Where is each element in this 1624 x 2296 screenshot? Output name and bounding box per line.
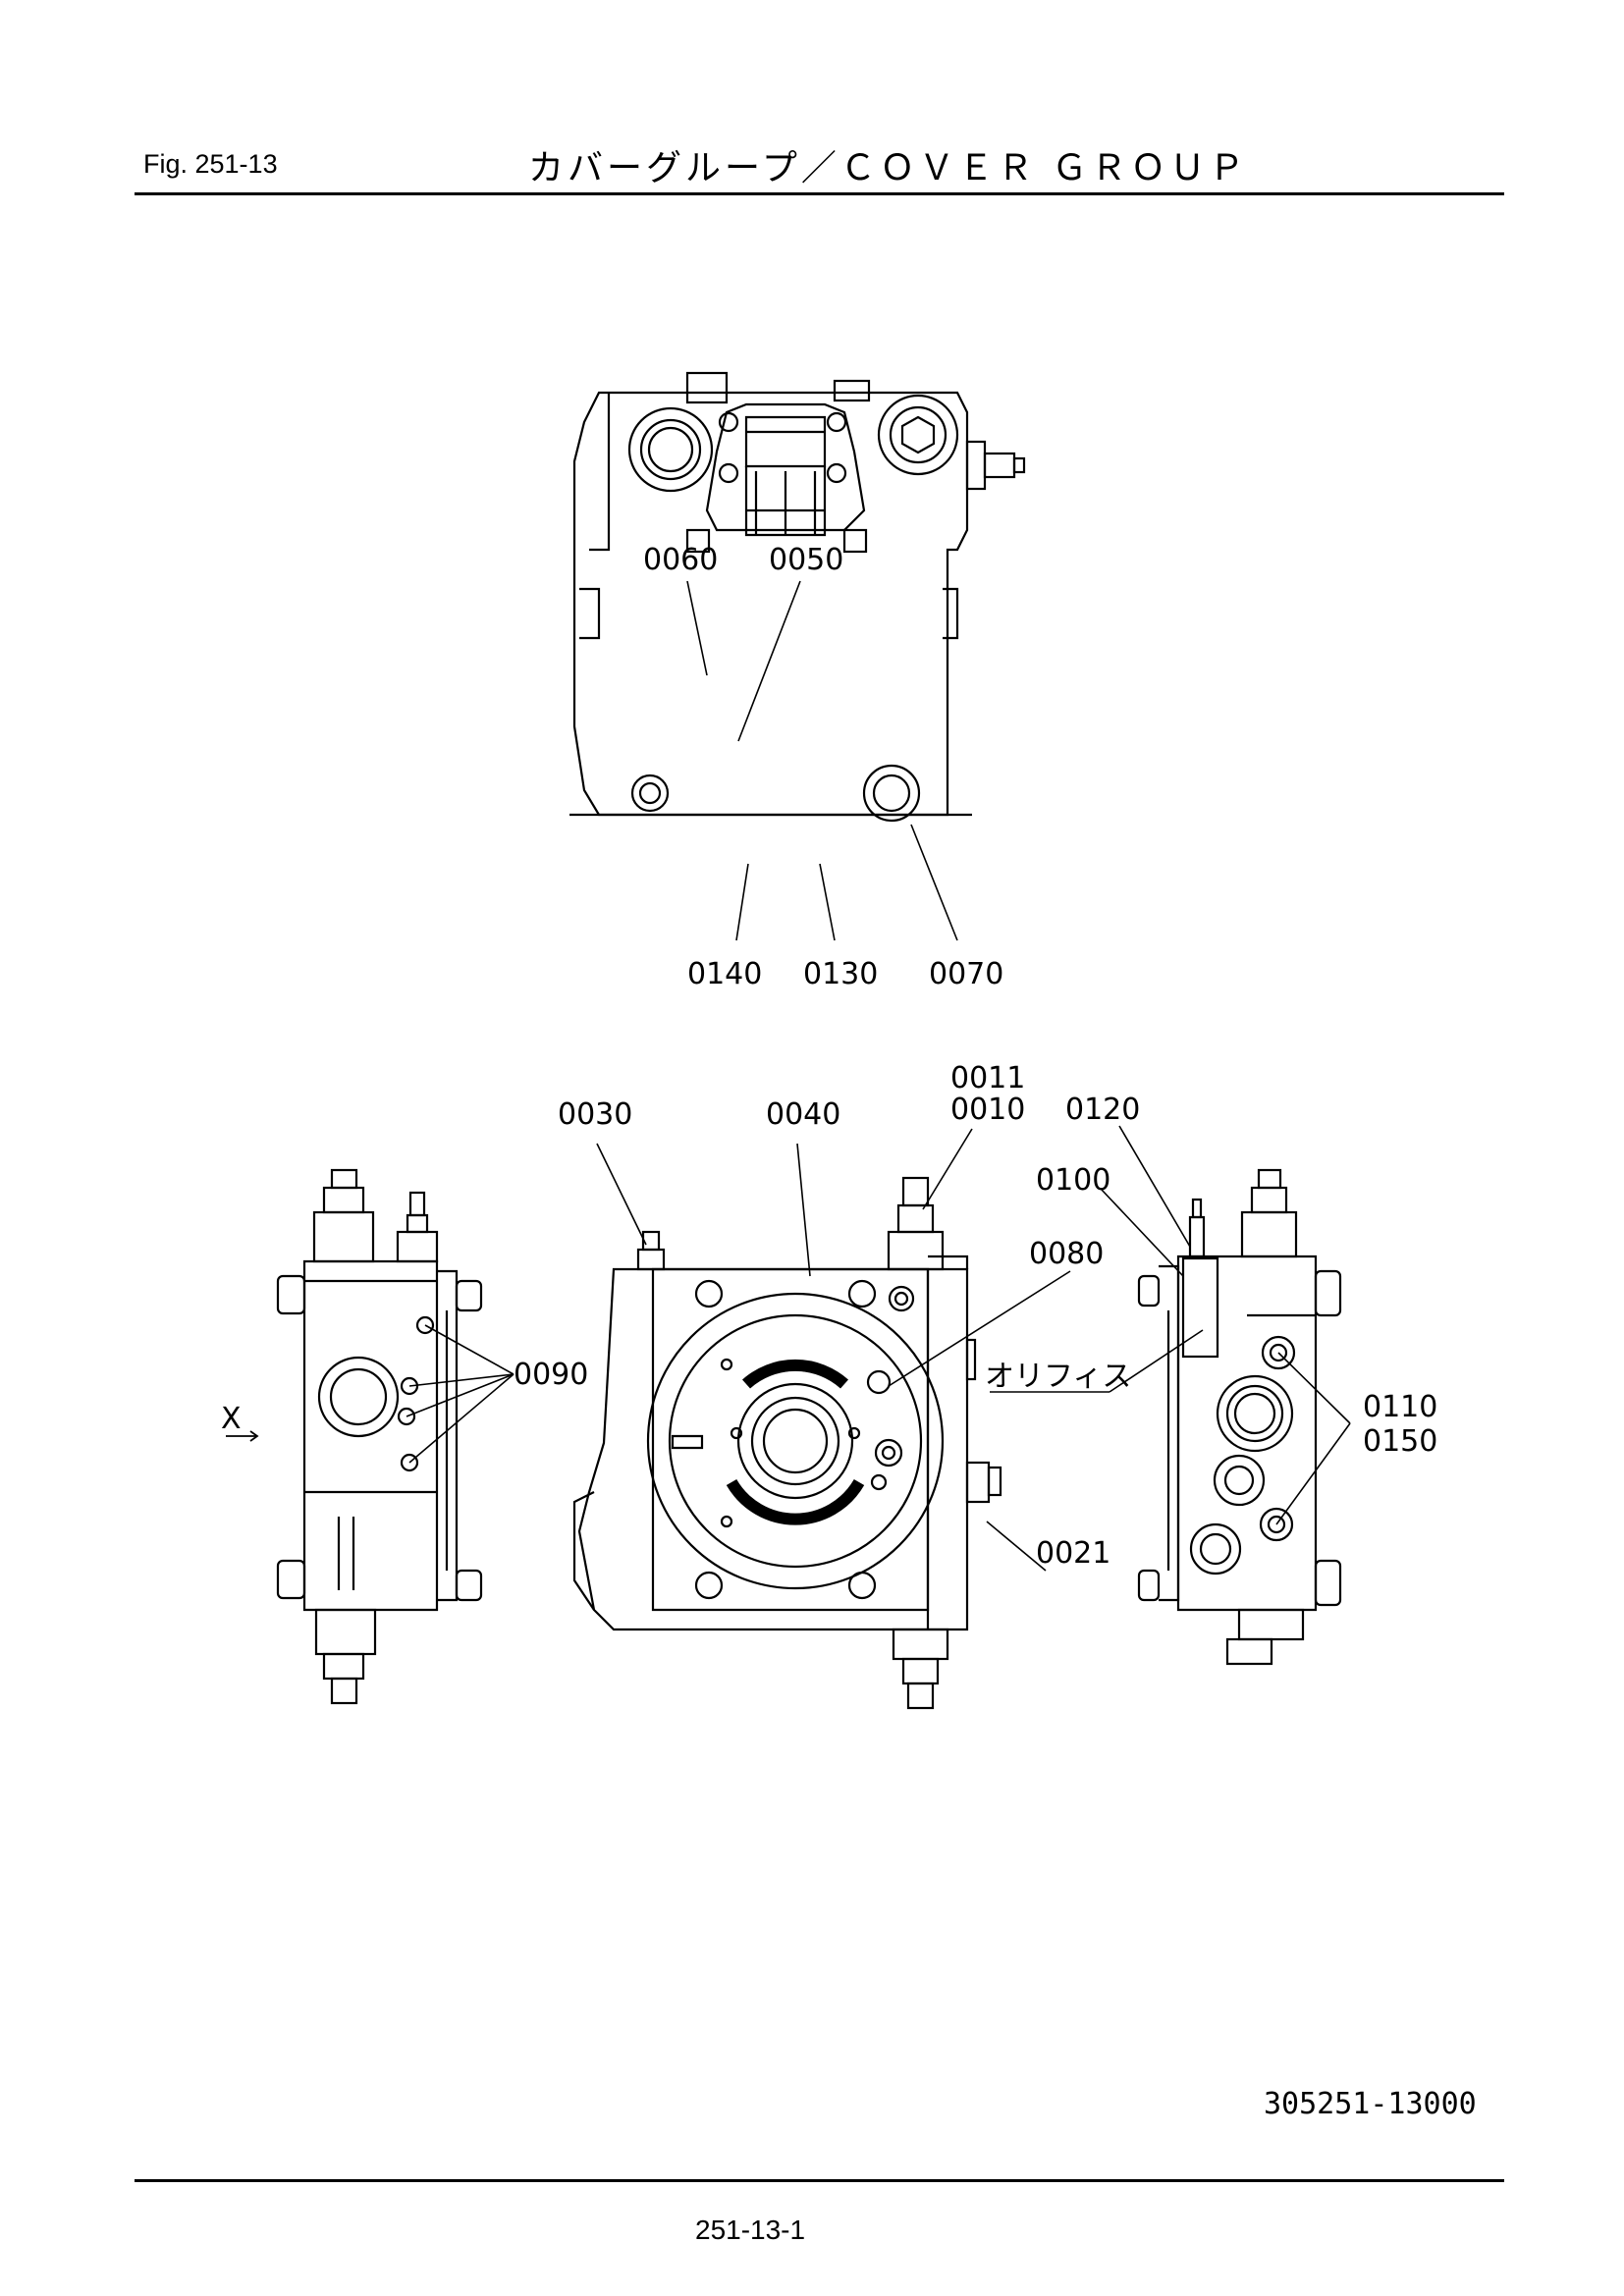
leader-0090 xyxy=(406,1324,514,1464)
callout-0150: 0150 xyxy=(1363,1424,1437,1459)
page-title: カバーグループ／ＣＯＶＥＲ ＧＲＯＵＰ xyxy=(528,148,1249,188)
callout-0040: 0040 xyxy=(766,1097,840,1132)
callout-labels: 0060 0050 0140 0130 0070 0030 0040 0011 … xyxy=(221,543,1437,1571)
drawing-number: 305251-13000 xyxy=(1264,2087,1477,2121)
callout-0060: 0060 xyxy=(643,543,718,577)
right-view-leaders xyxy=(990,1125,1351,1525)
callout-0070: 0070 xyxy=(929,957,1003,991)
view-x-label: X xyxy=(221,1402,242,1436)
callout-0010: 0010 xyxy=(950,1093,1025,1127)
callout-0140: 0140 xyxy=(687,957,762,991)
left-view xyxy=(226,1168,483,1705)
top-view xyxy=(569,371,1026,823)
callout-0080: 0080 xyxy=(1029,1237,1104,1271)
callout-0090: 0090 xyxy=(514,1358,588,1392)
callout-0130: 0130 xyxy=(803,957,878,991)
callout-0050: 0050 xyxy=(769,543,843,577)
orifice-label: オリフィス xyxy=(985,1360,1131,1394)
callout-0011: 0011 xyxy=(950,1061,1025,1095)
top-view-leaders xyxy=(686,580,958,941)
callout-0030: 0030 xyxy=(558,1097,632,1132)
footer-rule xyxy=(135,2179,1504,2182)
callout-0110: 0110 xyxy=(1363,1390,1437,1424)
callout-0021: 0021 xyxy=(1036,1536,1110,1571)
header-rule xyxy=(135,192,1504,195)
front-view-leaders xyxy=(596,1128,1071,1572)
callout-0100: 0100 xyxy=(1036,1163,1110,1198)
right-view xyxy=(1137,1168,1342,1666)
page-number: 251-13-1 xyxy=(695,2215,806,2245)
front-view xyxy=(572,1176,1002,1710)
callout-0120: 0120 xyxy=(1065,1093,1140,1127)
figure-label: Fig. 251-13 xyxy=(143,149,278,179)
